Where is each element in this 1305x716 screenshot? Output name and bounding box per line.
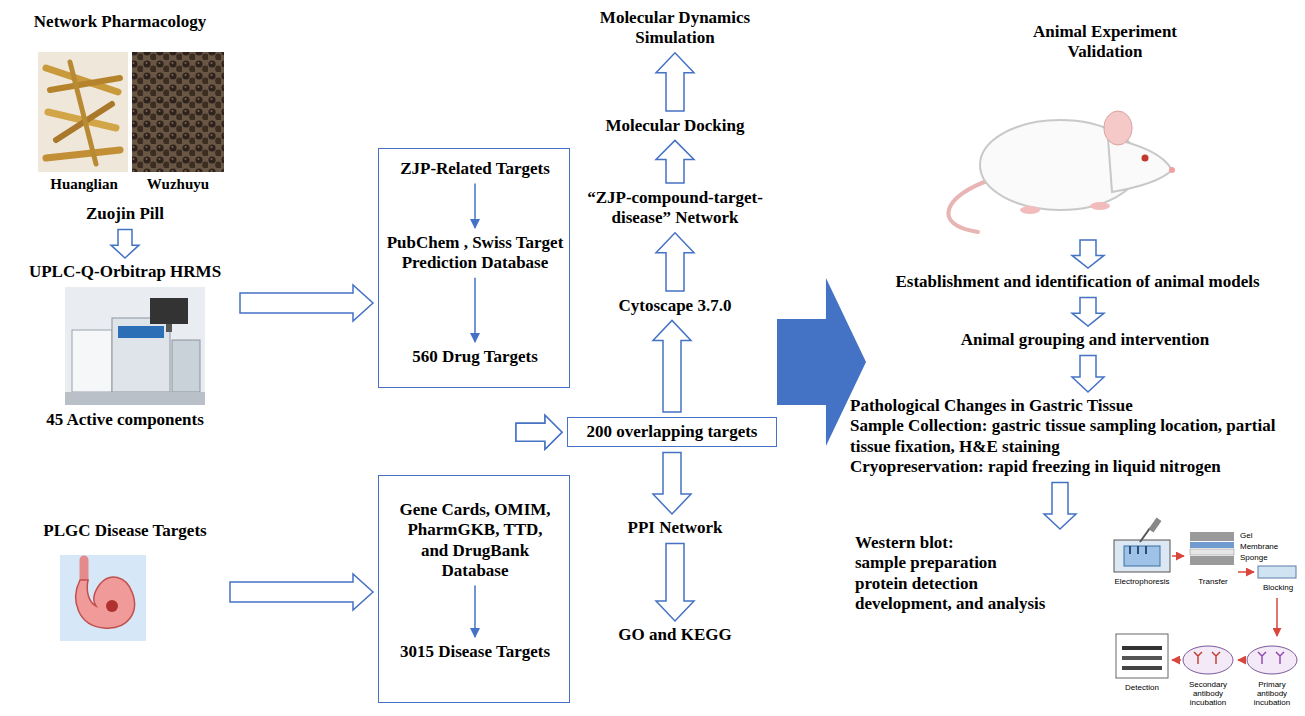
node-text: 200 overlapping targets [578, 422, 766, 442]
step-caption: Primary antibody incubation [1243, 680, 1301, 708]
node-text: Western blot: [855, 533, 1100, 553]
node-text: Pathological Changes in Gastric Tissue [850, 396, 1298, 416]
flow-arrow [474, 586, 476, 637]
node-text: 3015 Disease Targets [383, 642, 567, 662]
node-text: GO and KEGG [575, 625, 775, 645]
herb-name: Wuzhuyu [132, 176, 224, 193]
step-text: Molecular Dynamics Simulation [565, 8, 785, 49]
target-group-box: ZJP-Related TargetsPubChem , Swiss Targe… [378, 148, 570, 388]
hollow-arrow [516, 415, 562, 449]
node-text: Animal grouping and intervention [870, 330, 1300, 350]
step-text: GO and KEGG [575, 625, 775, 645]
node-text: PubChem , Swiss Target Prediction Databa… [383, 233, 567, 274]
section-heading: Network Pharmacology [20, 12, 220, 32]
node-text: Gene Cards, OMIM, PharmGKB, TTD, and Dru… [393, 500, 557, 582]
node-text: 560 Drug Targets [383, 347, 567, 367]
node-text: Molecular Dynamics Simulation [565, 8, 785, 49]
node-text: Molecular Docking [565, 116, 785, 136]
node-text: Cytoscape 3.7.0 [575, 296, 775, 316]
flow-arrow [474, 278, 476, 342]
step-text: Animal Experiment Validation [1005, 22, 1205, 63]
step-caption: Detection [1112, 683, 1172, 692]
step-text: PPI Network [575, 518, 775, 538]
hollow-arrow [111, 229, 139, 258]
step-text: UPLC-Q-Orbitrap HRMS [20, 262, 230, 282]
node-text: ZJP-Related Targets [383, 159, 567, 179]
node-text: PLGC Disease Targets [30, 521, 220, 541]
node-text: Cryopreservation: rapid freezing in liqu… [850, 457, 1298, 477]
step-text: 560 Drug Targets [383, 347, 567, 367]
hollow-arrow [516, 415, 562, 449]
target-group-box: Gene Cards, OMIM, PharmGKB, TTD, and Dru… [378, 475, 570, 703]
step-text: ZJP-Related Targets [383, 159, 567, 179]
node-text: Animal Experiment Validation [1005, 22, 1205, 63]
step-text: 3015 Disease Targets [383, 642, 567, 662]
hollow-arrow [230, 574, 373, 610]
step-caption: Blocking [1256, 583, 1300, 592]
step-text: PubChem , Swiss Target Prediction Databa… [383, 233, 567, 274]
step-text: PLGC Disease Targets [30, 521, 220, 541]
hollow-arrow [653, 452, 691, 514]
flow-arrow [474, 183, 476, 228]
node-text: PPI Network [575, 518, 775, 538]
hollow-arrow [656, 233, 694, 291]
hollow-arrow [240, 285, 373, 321]
step-text: Pathological Changes in Gastric TissueSa… [850, 396, 1298, 478]
hollow-arrow [653, 320, 691, 412]
node-text: Establishment and identification of anim… [855, 272, 1300, 292]
hollow-arrow [656, 140, 694, 183]
huanglian-photo [38, 52, 128, 172]
node-text: Sample Collection: gastric tissue sampli… [850, 416, 1298, 457]
component-count: 45 Active components [25, 410, 225, 430]
hollow-arrow [1072, 240, 1104, 268]
node-text: development, and analysis [855, 594, 1100, 614]
node-text: sample preparation [855, 553, 1100, 573]
node-text: UPLC-Q-Orbitrap HRMS [20, 262, 230, 282]
western-blot-illustration [1114, 518, 1297, 678]
step-caption: Transfer [1190, 577, 1236, 586]
part-name: Membrane [1240, 542, 1290, 551]
step-caption: Electrophoresis [1108, 577, 1176, 586]
step-text: Establishment and identification of anim… [855, 272, 1300, 292]
node-text: “ZJP-compound-target-disease” Network [565, 188, 785, 229]
part-name: Gel [1240, 531, 1280, 540]
step-text: Cytoscape 3.7.0 [575, 296, 775, 316]
herb-name: Huanglian [39, 176, 129, 193]
step-text: Animal grouping and intervention [870, 330, 1300, 350]
step-text: “ZJP-compound-target-disease” Network [565, 188, 785, 229]
step-text: Zuojin Pill [30, 204, 220, 224]
wuzhuyu-photo [132, 52, 224, 172]
step-text: Molecular Docking [565, 116, 785, 136]
stomach-illustration [60, 555, 146, 641]
hollow-arrow [656, 543, 694, 621]
hollow-arrow [656, 53, 694, 111]
part-name: Sponge [1240, 553, 1280, 562]
node-text: protein detection [855, 574, 1100, 594]
step-text: Gene Cards, OMIM, PharmGKB, TTD, and Dru… [393, 500, 557, 582]
hollow-arrow [1044, 483, 1076, 529]
overlap-box: 200 overlapping targets [567, 417, 777, 447]
node-text: Zuojin Pill [30, 204, 220, 224]
step-text: Western blot:sample preparationprotein d… [855, 533, 1100, 615]
hollow-arrow [1072, 297, 1104, 326]
hollow-arrow [1072, 355, 1104, 392]
rat-illustration [948, 111, 1175, 232]
instrument-photo [65, 287, 205, 405]
step-caption: Secondary antibody incubation [1175, 680, 1241, 708]
